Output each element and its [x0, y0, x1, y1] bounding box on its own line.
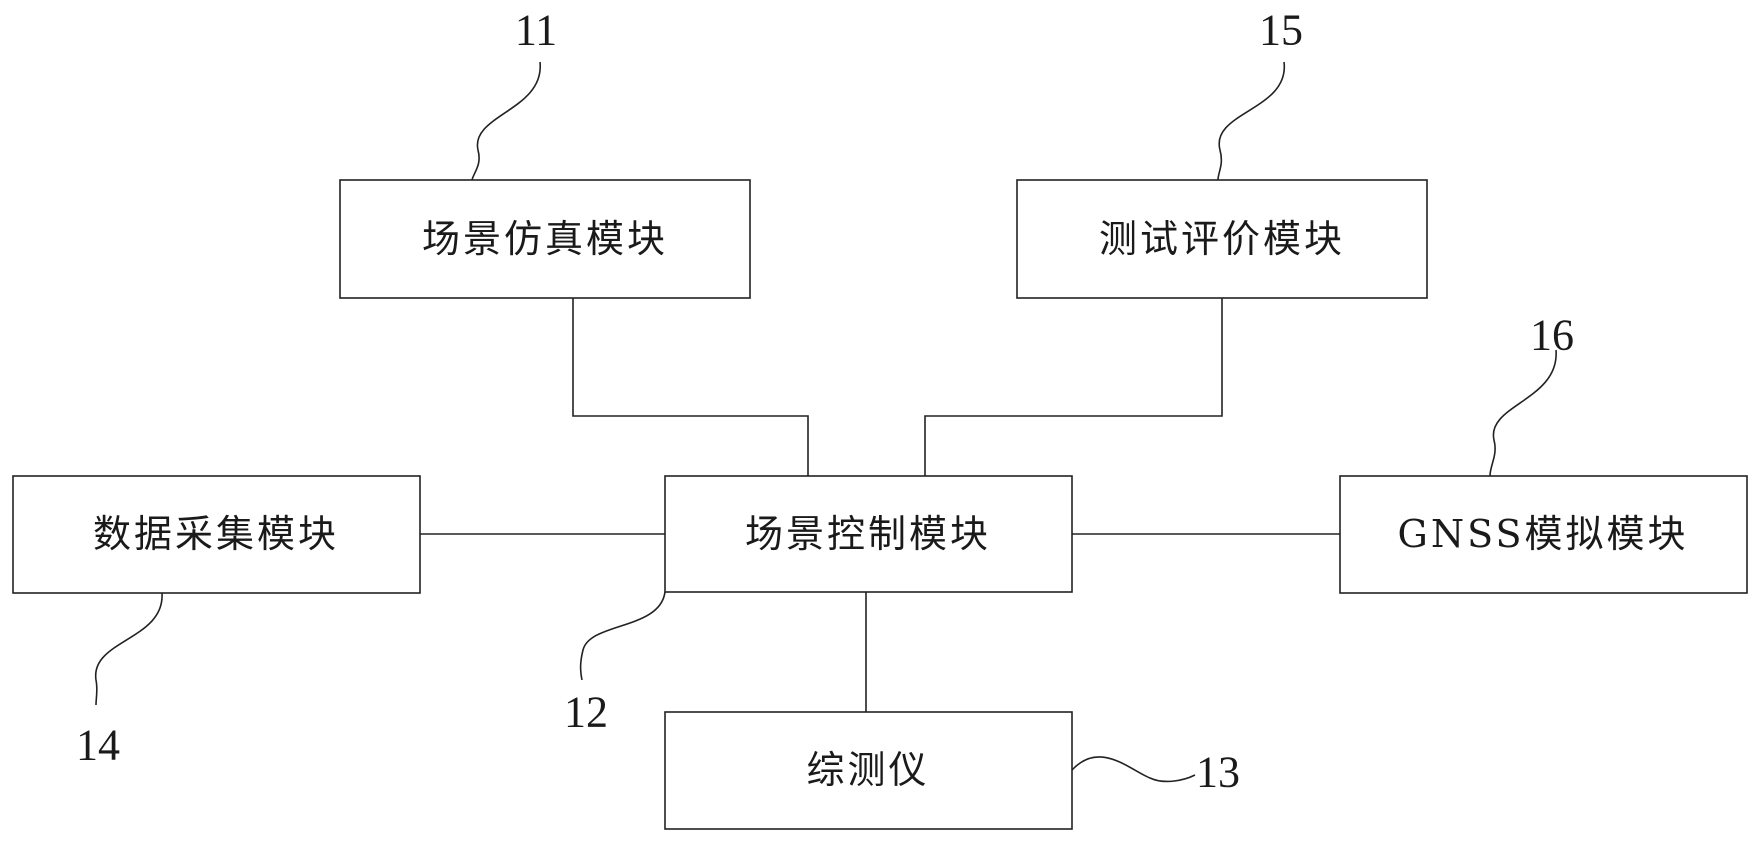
- ref-14: 14: [76, 721, 120, 770]
- scene-control-label: 场景控制模块: [745, 512, 991, 556]
- scene-simulation-label: 场景仿真模块: [422, 217, 668, 261]
- link-evaluation-to-control: [924, 298, 1223, 476]
- leader-11: [471, 61, 541, 181]
- data-collection-label: 数据采集模块: [93, 512, 339, 556]
- leader-13: [1071, 756, 1196, 783]
- gnss-simulation-label: GNSS模拟模块: [1397, 512, 1688, 556]
- leader-12: [579, 591, 666, 681]
- test-evaluation-module: 测试评价模块: [1016, 179, 1428, 299]
- scene-control-module: 场景控制模块: [664, 475, 1073, 593]
- connections: [420, 298, 1340, 712]
- ref-12: 12: [564, 688, 608, 737]
- ref-13: 13: [1196, 748, 1240, 797]
- data-collection-module: 数据采集模块: [12, 475, 421, 594]
- tester-label: 综测仪: [806, 748, 929, 792]
- ref-11: 11: [515, 6, 557, 55]
- reference-numerals: 11 15 16 14 12 13: [76, 6, 1574, 797]
- scene-simulation-module: 场景仿真模块: [339, 179, 751, 299]
- ref-16: 16: [1530, 311, 1574, 360]
- leader-16: [1489, 349, 1557, 477]
- leader-lines: [95, 61, 1557, 783]
- tester-module: 综测仪: [664, 711, 1073, 830]
- link-simulation-to-control: [572, 298, 809, 476]
- leader-14: [95, 592, 163, 706]
- ref-15: 15: [1259, 6, 1303, 55]
- test-evaluation-label: 测试评价模块: [1099, 217, 1345, 261]
- gnss-simulation-module: GNSS模拟模块: [1339, 475, 1748, 594]
- leader-15: [1217, 61, 1285, 181]
